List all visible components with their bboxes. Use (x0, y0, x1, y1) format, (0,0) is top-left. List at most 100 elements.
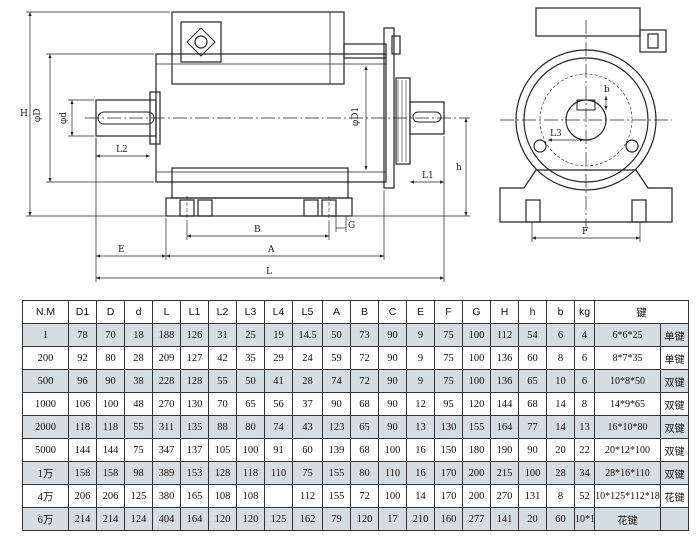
table-cell: 127 (180, 346, 209, 370)
table-cell: 20 (546, 438, 575, 462)
header-cell: d (124, 300, 153, 324)
label-E: E (118, 245, 125, 255)
table-cell: 90 (96, 369, 125, 393)
table-cell: 6万 (22, 507, 69, 531)
table-cell: 2000 (22, 415, 69, 439)
table-cell: 90 (378, 392, 407, 416)
table-cell: 164 (490, 415, 519, 439)
table-cell: 花键 (594, 507, 661, 531)
table-cell: 55 (208, 369, 237, 393)
table-cell: 70 (96, 323, 125, 347)
table-cell: 13 (574, 415, 595, 439)
table-cell: 170 (434, 484, 463, 508)
table-cell: 180 (462, 438, 491, 462)
table-cell: 215 (490, 461, 519, 485)
header-cell: G (462, 300, 491, 324)
table-cell: 10*140*125*20 (574, 507, 595, 531)
table-cell: 100 (518, 461, 547, 485)
table-cell: 9 (406, 323, 435, 347)
table-cell: 214 (68, 507, 97, 531)
table-cell: 209 (152, 346, 181, 370)
table-cell: 19 (264, 323, 293, 347)
end-view (499, 7, 673, 230)
table-cell: 38 (124, 369, 153, 393)
table-cell: 48 (124, 392, 153, 416)
table-cell: 8*7*35 (594, 346, 661, 370)
table-cell: 136 (490, 369, 519, 393)
label-phiD: φD (33, 108, 43, 122)
table-cell: 214 (96, 507, 125, 531)
table-cell: 75 (292, 461, 323, 485)
table-cell: 37 (292, 392, 323, 416)
table-cell: 153 (180, 461, 209, 485)
table-cell: 8 (574, 392, 595, 416)
table-cell: 206 (68, 484, 97, 508)
table-cell: 43 (292, 415, 323, 439)
table-cell: 54 (518, 323, 547, 347)
table-cell: 270 (152, 392, 181, 416)
table-cell: 110 (378, 461, 407, 485)
table-cell: 16*10*80 (594, 415, 661, 439)
label-L2: L2 (116, 145, 128, 155)
table-cell: 60 (546, 507, 575, 531)
table-cell: 22 (574, 438, 595, 462)
table-cell: 55 (124, 415, 153, 439)
table-cell: 60 (292, 438, 323, 462)
table-cell: 90 (378, 323, 407, 347)
table-cell-empty (660, 507, 689, 531)
table-cell: 112 (292, 484, 323, 508)
header-cell: 键 (594, 300, 689, 324)
table-cell: 41 (264, 369, 293, 393)
header-cell: C (378, 300, 407, 324)
table-cell: 200 (462, 484, 491, 508)
table-cell: 双键 (660, 369, 689, 393)
table-cell: 75 (434, 346, 463, 370)
side-view (85, 11, 470, 222)
table-cell: 18 (124, 323, 153, 347)
table-cell: 125 (264, 507, 293, 531)
table-cell: 118 (96, 415, 125, 439)
table-cell: 28 (546, 461, 575, 485)
table-cell: 404 (152, 507, 181, 531)
label-phid: φd (59, 112, 69, 124)
table-cell: 158 (96, 461, 125, 485)
table-cell: 95 (434, 392, 463, 416)
table-cell: 125 (124, 484, 153, 508)
table-cell: 59 (322, 346, 351, 370)
table-cell: 9 (406, 346, 435, 370)
header-cell: F (434, 300, 463, 324)
table-cell: 88 (208, 415, 237, 439)
table-cell: 50 (322, 323, 351, 347)
table-cell: 150 (434, 438, 463, 462)
table-cell: 20 (518, 507, 547, 531)
table-cell: 72 (350, 484, 379, 508)
table-cell: 130 (180, 392, 209, 416)
table-cell: 170 (434, 461, 463, 485)
table-cell: 100 (236, 438, 265, 462)
table-cell: 双键 (660, 438, 689, 462)
table-cell: 270 (490, 484, 519, 508)
table-cell: 14*9*65 (594, 392, 661, 416)
table-cell: 单键 (660, 346, 689, 370)
table-cell: 188 (152, 323, 181, 347)
header-cell: b (546, 300, 575, 324)
table-cell: 68 (350, 438, 379, 462)
table-cell: 90 (378, 346, 407, 370)
table-cell: 14 (546, 392, 575, 416)
table-cell: 136 (490, 346, 519, 370)
table-cell: 70 (208, 392, 237, 416)
table-cell: 25 (236, 323, 265, 347)
table-cell: 144 (490, 392, 519, 416)
table-cell: 106 (68, 392, 97, 416)
table-cell: 68 (350, 392, 379, 416)
table-cell: 28 (124, 346, 153, 370)
table-cell: 118 (236, 461, 265, 485)
header-cell: D1 (68, 300, 97, 324)
table-cell: 31 (208, 323, 237, 347)
table-cell: 135 (180, 415, 209, 439)
table-cell: 90 (322, 392, 351, 416)
table-cell: 92 (68, 346, 97, 370)
table-cell: 8 (546, 484, 575, 508)
